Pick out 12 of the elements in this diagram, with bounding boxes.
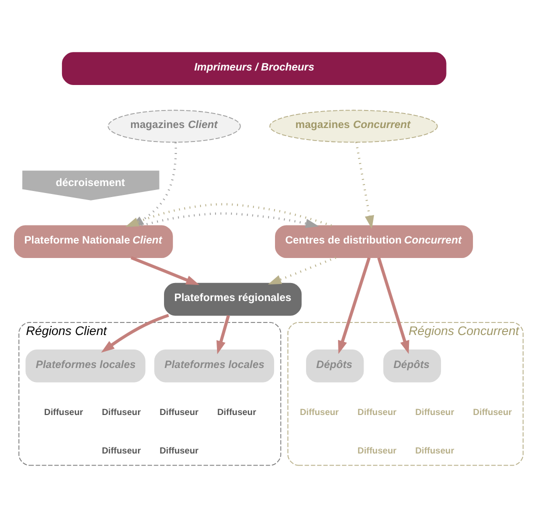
label: Diffuseur — [102, 406, 141, 417]
label: Diffuseur — [160, 406, 198, 417]
label: Diffuseur — [358, 406, 396, 417]
label: Diffuseur — [102, 444, 141, 455]
label: Diffuseur — [160, 444, 198, 455]
label: Diffuseur — [415, 406, 454, 417]
label: Diffuseur — [300, 406, 339, 417]
label: Diffuseur — [217, 406, 256, 417]
label: Diffuseur — [358, 444, 396, 455]
label: Diffuseur — [472, 406, 512, 417]
label: Diffuseur — [44, 406, 84, 417]
label: Diffuseur — [415, 444, 454, 455]
